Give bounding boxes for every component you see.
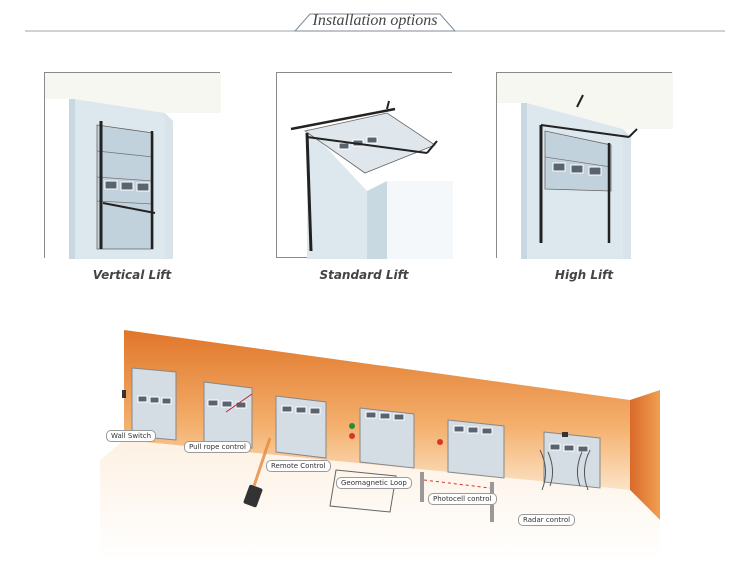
photocell-control-label: Photocell control [428, 493, 497, 505]
geomagnetic-loop-label: Geomagnetic Loop [336, 477, 412, 489]
high-lift-illustration [496, 72, 673, 259]
header-divider [25, 13, 725, 32]
radar-control-label: Radar control [518, 514, 576, 526]
remote-control-label: Remote Control [266, 460, 331, 472]
pull-rope-label: Pull rope control [184, 441, 251, 453]
high-lift-label: High Lift [554, 268, 614, 282]
page-title: Installation options [312, 12, 438, 29]
vertical-lift-label: Vertical Lift [92, 268, 172, 282]
standard-lift-label: Standard Lift [319, 268, 409, 282]
control-options-scene: Wall Switch Pull rope control Remote Con… [100, 320, 660, 566]
standard-lift-illustration [276, 72, 453, 259]
wall-switch-label: Wall Switch [106, 430, 157, 442]
warehouse-illustration [100, 330, 660, 561]
vertical-lift-illustration [44, 72, 221, 259]
